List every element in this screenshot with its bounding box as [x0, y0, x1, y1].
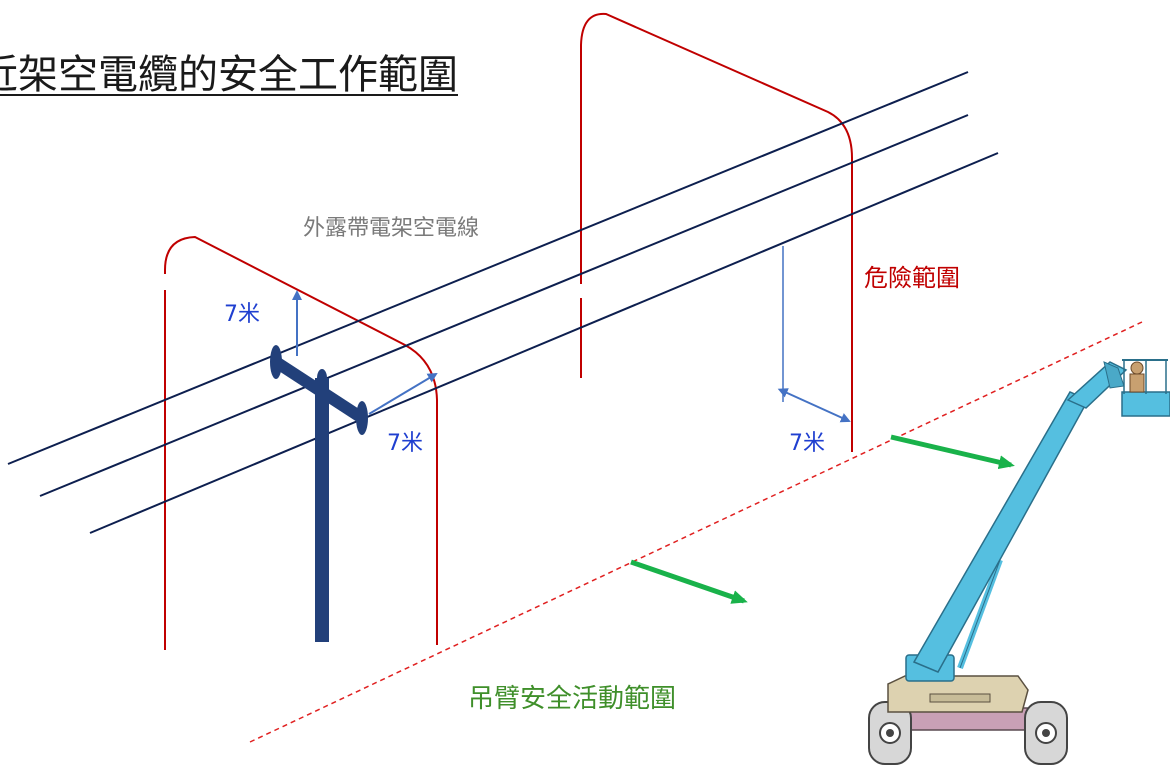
distance-label-vertical: 7米 [224, 302, 260, 327]
safe-direction-arrow-1 [630, 559, 748, 604]
distance-label-right: 7米 [789, 431, 825, 456]
safe-boundary-line [249, 321, 1143, 743]
danger-zone-label: 危險範圍 [864, 264, 960, 292]
danger-boundary-right [580, 12, 853, 452]
measure-arrow-right [777, 388, 851, 423]
utility-pole-icon [270, 345, 368, 642]
safe-direction-arrow-2 [890, 434, 1015, 470]
page-title: 近架空電纜的安全工作範圍 [0, 52, 458, 98]
distance-label-diagonal: 7米 [387, 431, 423, 456]
danger-boundary-left [164, 235, 438, 650]
boom-lift-icon [868, 359, 1170, 765]
overhead-cable-3 [89, 152, 999, 534]
overhead-cable-2 [39, 114, 969, 497]
safe-zone-label: 吊臂安全活動範圍 [468, 684, 677, 714]
exposed-wire-label: 外露帶電架空電線 [303, 216, 480, 241]
overhead-cable-1 [7, 71, 969, 465]
measure-arrow-diagonal [368, 372, 438, 415]
